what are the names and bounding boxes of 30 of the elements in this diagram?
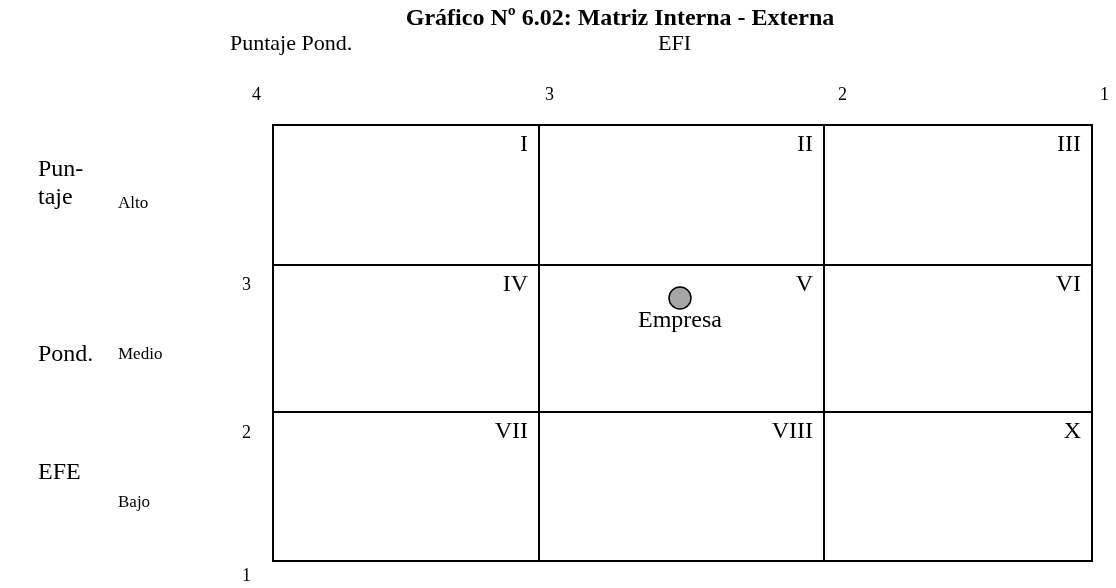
cell-number: X [1063, 417, 1081, 444]
tick-label: 1 [242, 565, 251, 586]
cell-number: III [1057, 130, 1081, 157]
matrix-cell [272, 124, 540, 266]
cell-number: IV [502, 270, 528, 297]
matrix-cell [823, 411, 1093, 562]
tick-label: 2 [838, 84, 847, 105]
cell-number: V [795, 270, 813, 297]
cell-number: VIII [771, 417, 813, 444]
tick-label: 1 [1100, 84, 1109, 105]
cell-number: II [797, 130, 813, 157]
tick-label: 3 [242, 274, 251, 295]
cell-number: I [520, 130, 528, 157]
chart-title: Gráfico Nº 6.02: Matriz Interna - Externa [404, 4, 836, 31]
row-label: Alto [118, 193, 149, 213]
axis-title: Pun-taje [38, 155, 85, 211]
axis-title: EFE [38, 458, 81, 486]
row-label: Bajo [118, 492, 151, 512]
matrix-cell [272, 411, 540, 562]
axis-title: Puntaje Pond. [230, 30, 353, 56]
matrix-cell [823, 124, 1093, 266]
tick-label: 3 [545, 84, 554, 105]
row-label: Medio [118, 344, 163, 364]
axis-title: EFI [658, 30, 691, 56]
tick-label: 2 [242, 422, 251, 443]
axis-title: Pond. [38, 340, 94, 368]
cell-number: VI [1055, 270, 1081, 297]
tick-label: 4 [252, 84, 261, 105]
point-label: Empresa [637, 306, 723, 333]
cell-number: VII [494, 417, 528, 444]
